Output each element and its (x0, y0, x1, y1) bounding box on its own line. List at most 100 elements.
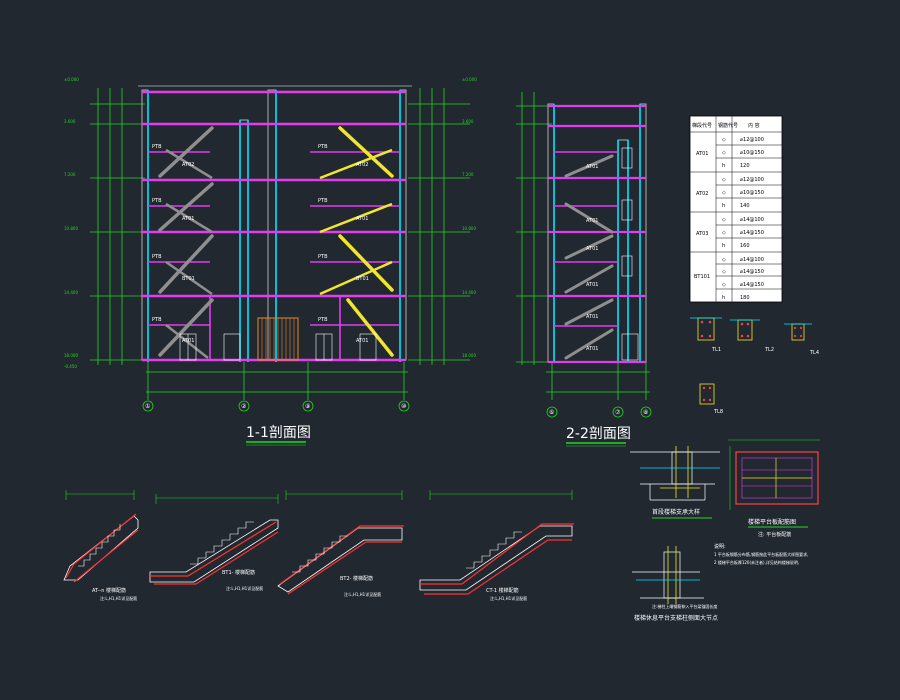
axis-label: ⑧ (643, 409, 648, 416)
table-cell: ⌀14@150 (740, 230, 764, 236)
table-cell: ⌀14@100 (740, 217, 764, 223)
axis-label: ⑦ (615, 409, 621, 416)
table-cell: ◇ (722, 257, 726, 263)
svg-text:±0.000: ±0.000 (462, 77, 477, 82)
platform-note-line: 2 楼梯平台板厚120(未注者),详见结构楼梯说明, (714, 559, 799, 565)
section-2-2: AT01 AT01 AT01 AT01 AT01 AT01 ⑥ ⑦ ⑧ 2-2剖… (516, 92, 652, 447)
svg-text:-0.450: -0.450 (64, 364, 77, 369)
svg-text:7.200: 7.200 (462, 172, 474, 177)
svg-text:18.000: 18.000 (64, 353, 78, 358)
table-cell: h (722, 295, 725, 301)
axis-label: ⑨ (305, 403, 310, 410)
floor-slabs-2-2 (548, 104, 646, 364)
table-group-code: AT03 (696, 231, 708, 237)
table-cell: ⌀14@150 (740, 269, 764, 275)
svg-text:3.600: 3.600 (64, 119, 76, 124)
platform-label: PTB (152, 198, 162, 204)
svg-text:10.800: 10.800 (462, 226, 476, 231)
platform-label: PTB (318, 254, 328, 260)
svg-text:18.000: 18.000 (462, 353, 476, 358)
flight-label: AT01 (586, 346, 598, 352)
axis-label: ⑩ (401, 403, 406, 410)
flight-label: AT02 (182, 162, 194, 168)
flight-detail-title: CT-1 楼梯配筋 (486, 587, 519, 594)
support-detail-title: 首段楼梯支承大样 (652, 508, 700, 516)
platform-label: PTB (152, 317, 162, 323)
svg-text:14.400: 14.400 (64, 290, 78, 295)
beam-label: TL4 (809, 350, 819, 356)
node-detail: 注:梯柱上端钢筋伸入平台梁锚固长度 楼梯休息平台支梯柱侧面大节点 (632, 546, 718, 622)
platform-label: PTB (152, 254, 162, 260)
axis-bubbles-2-2: ⑥ ⑦ ⑧ (546, 406, 652, 418)
table-cell: ⌀14@100 (740, 257, 764, 263)
svg-text:10.800: 10.800 (64, 226, 78, 231)
svg-text:7.200: 7.200 (64, 172, 76, 177)
right-dimension-lines (408, 88, 470, 365)
dimension-lines-2-2 (516, 92, 650, 400)
flight-detail-4: CT-1 楼梯配筋 注:L,H1,H1详见配筋 (419, 490, 574, 601)
flight-label-group: AT02 AT01 BT01 AT01 AT02 AT01 BT01 AT01 (182, 162, 369, 344)
support-detail: 首段楼梯支承大样 (630, 446, 720, 519)
section-2-2-title: 2-2剖面图 (566, 426, 631, 442)
platform-label-group: PTB PTB PTB PTB PTB PTB PTB PTB (152, 144, 328, 323)
flight-label: AT01 (182, 216, 194, 222)
table-cell: 160 (740, 243, 750, 249)
left-stair-returns (165, 148, 213, 359)
flight-detail-note: 注:L,H1,H1详见配筋 (100, 595, 137, 601)
bottom-dimension-lines (146, 362, 408, 400)
flight-label: AT01 (586, 314, 598, 320)
table-cell: h (722, 243, 725, 249)
flight-label: AT01 (586, 218, 598, 224)
flight-detail-title: AT--n 楼梯配筋 (92, 587, 126, 594)
flight-label: AT01 (182, 338, 194, 344)
table-group-code: BT101 (694, 274, 710, 280)
platform-detail: 楼梯平台板配筋图 注: 平台板配筋 说明: 1 平台板钢筋分布筋,钢筋按此平台板… (714, 439, 820, 565)
left-level-marks: ±0.000 3.600 7.200 10.800 14.400 18.000 … (64, 77, 79, 369)
flight-detail-note: 注:L,H1,H1详见配筋 (344, 591, 381, 597)
table-cell: ⌀10@150 (740, 150, 764, 156)
node-detail-title: 楼梯休息平台支梯柱侧面大节点 (634, 614, 718, 622)
table-cell: ⌀12@100 (740, 177, 764, 183)
platform-detail-title: 楼梯平台板配筋图 (748, 518, 796, 526)
stair-flights-2-2 (564, 154, 614, 360)
flight-detail-title: BT1- 楼梯配筋 (222, 569, 255, 576)
table-cell: 140 (740, 203, 750, 209)
flight-detail-3: BT2- 楼梯配筋 注:L,H1,H1详见配筋 (277, 490, 404, 597)
node-detail-note: 注:梯柱上端钢筋伸入平台梁锚固长度 (652, 603, 717, 609)
flight-detail-2: BT1- 楼梯配筋 注:L,H1,H1详见配筋 (149, 494, 279, 591)
flight-label: BT01 (182, 276, 195, 282)
axis-bubbles-1-1: ① ② ⑨ ⑩ (142, 400, 410, 412)
table-cell: ◇ (722, 137, 726, 143)
svg-text:3.600: 3.600 (462, 119, 474, 124)
flight-label: AT01 (356, 338, 368, 344)
stair-schedule-table: 梯段代号 钢筋代号 内 容 AT01 ◇ ⌀12@100 ◇ ⌀10@150 h… (689, 115, 783, 303)
flight-detail-1: AT--n 楼梯配筋 注:L,H1,H1详见配筋 (63, 490, 139, 601)
cyan-walls (147, 90, 401, 362)
section-1-1: ±0.000 3.600 7.200 10.800 14.400 18.000 … (64, 77, 477, 446)
flight-label: AT01 (586, 246, 598, 252)
flight-label: AT02 (356, 162, 368, 168)
flight-detail-note: 注:L,H1,H1详见配筋 (490, 595, 527, 601)
table-cell: ◇ (722, 190, 726, 196)
flight-label: AT01 (586, 282, 598, 288)
table-cell: ⌀12@100 (740, 137, 764, 143)
table-header: 梯段代号 (692, 122, 712, 129)
axis-label: ⑥ (549, 409, 554, 416)
table-header: 钢筋代号 (718, 122, 738, 129)
flight-label-group-2-2: AT01 AT01 AT01 AT01 AT01 AT01 (586, 164, 598, 352)
central-hatch-panel (257, 317, 299, 361)
table-group-code: AT02 (696, 191, 708, 197)
flight-detail-note: 注:L,H1,H1详见配筋 (226, 585, 263, 591)
platform-label: PTB (318, 144, 328, 150)
beam-label: TL8 (713, 409, 723, 415)
platform-note-line: 1 平台板钢筋分布筋,钢筋按此平台板配筋大样图要求, (714, 551, 808, 557)
table-group-code: AT01 (696, 151, 708, 157)
section-1-1-title: 1-1剖面图 (246, 425, 311, 441)
table-cell: 180 (740, 295, 750, 301)
table-cell: ◇ (722, 150, 726, 156)
flight-detail-title: BT2- 楼梯配筋 (340, 575, 373, 582)
platform-label: PTB (318, 198, 328, 204)
platform-beams-2-2 (554, 151, 618, 327)
platform-label: PTB (152, 144, 162, 150)
